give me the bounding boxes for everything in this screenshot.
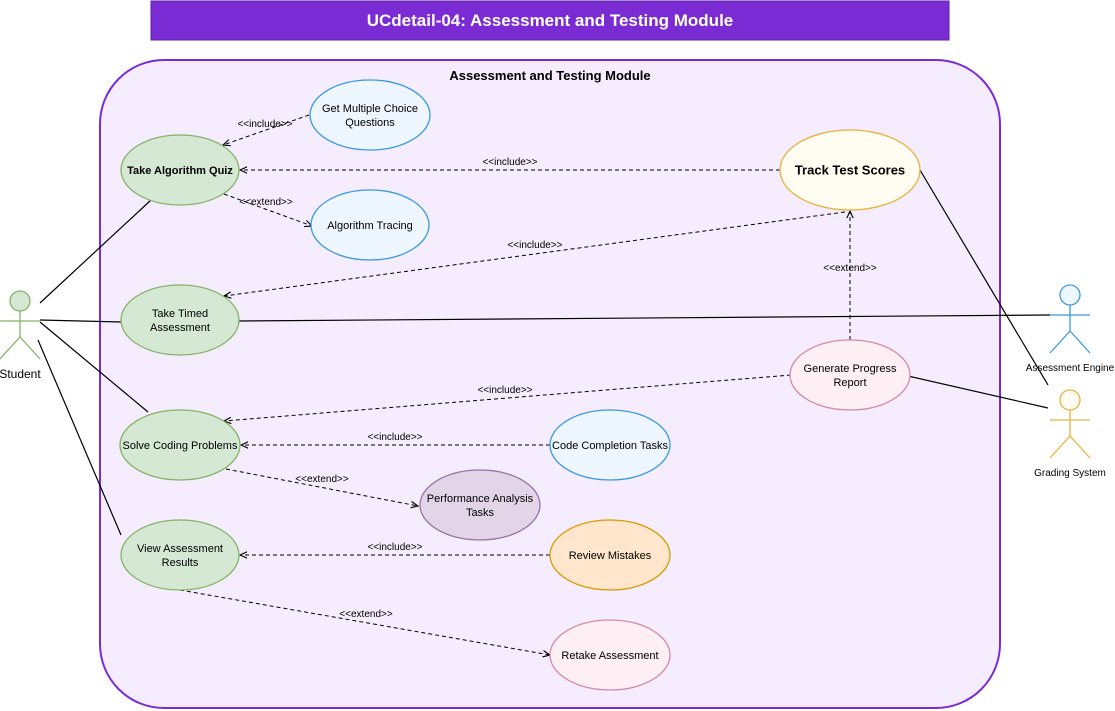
- use-case-review[interactable]: Review Mistakes: [549, 519, 671, 591]
- relation-label-r9: <<include>>: [367, 542, 422, 553]
- use-case-quiz[interactable]: Take Algorithm Quiz: [120, 134, 240, 206]
- use-case-tracing-shape: [310, 189, 430, 261]
- use-case-tracing-label: Algorithm Tracing: [327, 220, 413, 232]
- relation-label-r2: <<extend>>: [239, 197, 293, 208]
- actor-engine-label: Assessment Engine: [1026, 363, 1115, 374]
- grading-progress-association: [907, 375, 1049, 409]
- use-case-timed-shape: [120, 284, 240, 356]
- grading-scores-association: [919, 169, 1049, 386]
- use-case-perf-shape: [419, 469, 541, 541]
- use-case-review-label: Review Mistakes: [569, 550, 652, 562]
- actor-grading-left-leg: [1049, 435, 1071, 459]
- relation-label-r4: <<include>>: [507, 240, 562, 251]
- extend-relation-r2: [223, 193, 312, 226]
- use-case-mcq-label: Get Multiple Choice: [322, 103, 418, 115]
- relation-label-r5: <<extend>>: [823, 263, 877, 274]
- use-case-completion-label: Code Completion Tasks: [552, 440, 668, 452]
- relation-label-r10: <<extend>>: [339, 609, 393, 620]
- actor-student[interactable]: Student: [0, 290, 41, 381]
- extend-relation-r8: [225, 468, 418, 506]
- use-case-review-shape: [549, 519, 671, 591]
- system-boundary-label: Assessment and Testing Module: [449, 68, 650, 83]
- relation-label-r6: <<include>>: [477, 385, 532, 396]
- connections-layer: [37, 114, 1051, 655]
- actor-engine-right-leg: [1069, 330, 1091, 354]
- use-case-perf-label: Tasks: [466, 507, 495, 519]
- use-case-scores[interactable]: Track Test Scores: [779, 129, 921, 211]
- relation-label-r3: <<include>>: [482, 157, 537, 168]
- use-case-progress-shape: [789, 339, 911, 411]
- actor-engine-left-leg: [1049, 330, 1071, 354]
- use-case-retake-label: Retake Assessment: [561, 650, 658, 662]
- actor-student-head: [9, 290, 31, 312]
- actor-student-right-leg: [19, 336, 41, 360]
- use-case-mcq-shape: [309, 79, 431, 151]
- use-case-timed-label: Take Timed: [152, 308, 208, 320]
- use-case-retake[interactable]: Retake Assessment: [549, 619, 671, 691]
- include-relation-r1: [223, 114, 310, 145]
- use-case-completion[interactable]: Code Completion Tasks: [549, 409, 671, 481]
- diagram-title: UCdetail-04: Assessment and Testing Modu…: [367, 11, 734, 30]
- actor-grading-label: Grading System: [1034, 468, 1106, 479]
- use-case-progress-label: Generate Progress: [804, 363, 897, 375]
- use-case-quiz-shape: [120, 134, 240, 206]
- student-coding-association: [39, 321, 149, 413]
- relation-label-r8: <<extend>>: [295, 474, 349, 485]
- student-timed-association: [39, 319, 122, 323]
- use-case-coding-label: Solve Coding Problems: [123, 440, 238, 452]
- actor-student-left-leg: [0, 336, 21, 360]
- use-cases-layer: Take Algorithm Quiz Get Multiple ChoiceQu…: [119, 79, 921, 691]
- use-case-coding-shape: [119, 409, 241, 481]
- use-case-tracing[interactable]: Algorithm Tracing: [310, 189, 430, 261]
- engine-timed-association: [238, 314, 1051, 322]
- use-case-results-label: View Assessment: [137, 543, 223, 555]
- relation-label-r1: <<include>>: [237, 119, 292, 130]
- use-case-progress-label: Report: [833, 377, 866, 389]
- actor-grading-right-leg: [1069, 435, 1091, 459]
- student-quiz-association: [39, 199, 152, 304]
- relation-labels-layer: <<include>> <<extend>> <<include>> <<includ…: [237, 119, 876, 620]
- use-case-scores-label: Track Test Scores: [795, 163, 905, 178]
- title-bar-background: [150, 0, 950, 41]
- use-case-mcq-label: Questions: [345, 117, 395, 129]
- use-case-quiz-label: Take Algorithm Quiz: [127, 165, 233, 177]
- actor-engine[interactable]: Assessment Engine: [1026, 284, 1115, 374]
- actor-grading-head: [1059, 389, 1081, 411]
- use-case-perf-label: Performance Analysis: [427, 493, 534, 505]
- use-case-coding[interactable]: Solve Coding Problems: [119, 409, 241, 481]
- title-bar: UCdetail-04: Assessment and Testing Modu…: [150, 0, 950, 41]
- use-case-completion-shape: [549, 409, 671, 481]
- use-case-results-shape: [120, 519, 240, 591]
- relation-label-r7: <<include>>: [367, 432, 422, 443]
- actor-engine-head: [1059, 284, 1081, 306]
- student-results-association: [37, 339, 122, 536]
- use-case-results-label: Results: [162, 557, 199, 569]
- include-relation-r6: [224, 374, 792, 421]
- use-case-retake-shape: [549, 619, 671, 691]
- actor-student-label: Student: [0, 367, 41, 381]
- use-case-timed-label: Assessment: [150, 322, 210, 334]
- actor-grading[interactable]: Grading System: [1034, 389, 1106, 479]
- use-case-scores-shape: [779, 129, 921, 211]
